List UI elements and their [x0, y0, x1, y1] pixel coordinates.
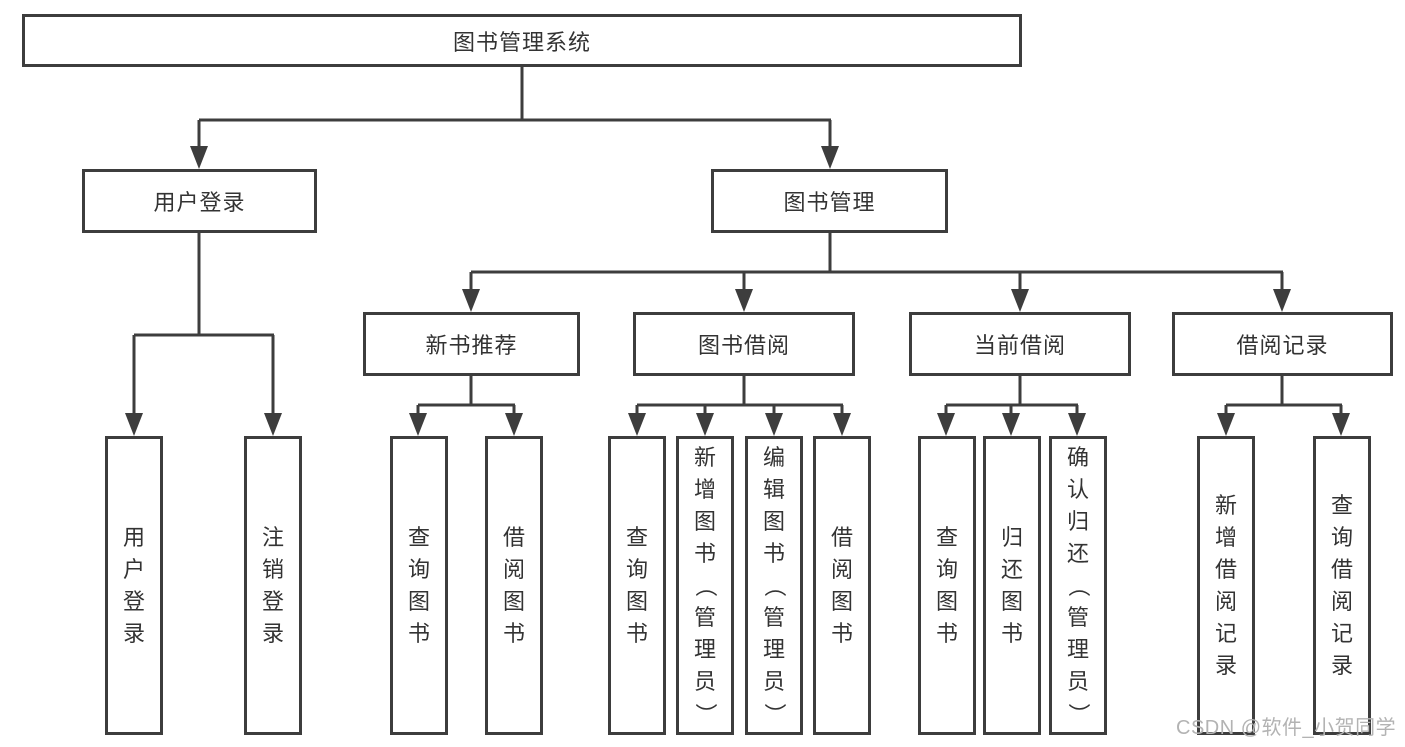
leaf-borrow-query: 查询图书 — [608, 436, 666, 735]
node-user-login: 用户登录 — [82, 169, 317, 233]
vertical-char: 查 — [935, 524, 958, 550]
node-borrow-records: 借阅记录 — [1172, 312, 1393, 376]
vertical-char: 增 — [1214, 524, 1237, 550]
vertical-char: 注 — [261, 524, 284, 550]
vertical-char: 员 — [762, 668, 785, 694]
vertical-char: 理 — [693, 636, 716, 662]
leaf-newbook-borrow: 借阅图书 — [485, 436, 543, 735]
vertical-char: 图 — [830, 588, 853, 614]
vertical-char: 理 — [762, 636, 785, 662]
leaf-user-login: 用户登录 — [105, 436, 163, 735]
leaf-current-query: 查询图书 — [918, 436, 976, 735]
vertical-char: 确 — [1066, 444, 1089, 470]
vertical-char: 书 — [762, 540, 785, 566]
vertical-char: 图 — [625, 588, 648, 614]
vertical-char: 归 — [1066, 508, 1089, 534]
vertical-char: 书 — [407, 620, 430, 646]
node-current-borrow: 当前借阅 — [909, 312, 1131, 376]
leaf-current-confirm-admin: 确认归还 （ 管理员 ） — [1049, 436, 1107, 735]
vertical-char: 理 — [1066, 636, 1089, 662]
vertical-char: 登 — [122, 588, 145, 614]
vertical-char: 员 — [1066, 668, 1089, 694]
vertical-char: 记 — [1330, 620, 1353, 646]
leaf-logout: 注销登录 — [244, 436, 302, 735]
vertical-char: 记 — [1214, 620, 1237, 646]
vertical-char: 书 — [935, 620, 958, 646]
vertical-char: 员 — [693, 668, 716, 694]
vertical-char: 登 — [261, 588, 284, 614]
vertical-char: 图 — [502, 588, 525, 614]
vertical-char: 阅 — [1214, 588, 1237, 614]
vertical-char: 图 — [935, 588, 958, 614]
vertical-char: 编 — [762, 444, 785, 470]
node-book-management: 图书管理 — [711, 169, 948, 233]
watermark: CSDN @软件_小贺同学 — [1176, 717, 1397, 739]
vertical-char: 图 — [407, 588, 430, 614]
vertical-char: 询 — [1330, 524, 1353, 550]
vertical-char: 归 — [1000, 524, 1023, 550]
vertical-char: 图 — [762, 508, 785, 534]
vertical-char: 录 — [1330, 652, 1353, 678]
vertical-char: 管 — [762, 604, 785, 630]
vertical-char: 借 — [502, 524, 525, 550]
vertical-char: 询 — [407, 556, 430, 582]
vertical-char: 书 — [502, 620, 525, 646]
vertical-char: 书 — [625, 620, 648, 646]
leaf-records-add: 新增借阅记录 — [1197, 436, 1255, 735]
vertical-char: 新 — [693, 444, 716, 470]
vertical-char: ） — [1065, 702, 1091, 725]
vertical-char: 认 — [1066, 476, 1089, 502]
node-root: 图书管理系统 — [22, 14, 1022, 67]
vertical-char: 借 — [830, 524, 853, 550]
vertical-char: （ — [761, 574, 787, 597]
vertical-char: 销 — [261, 556, 284, 582]
vertical-char: 录 — [122, 620, 145, 646]
leaf-borrow-edit-admin: 编辑图书 （ 管理员 ） — [745, 436, 803, 735]
vertical-char: 辑 — [762, 476, 785, 502]
vertical-char: 借 — [1214, 556, 1237, 582]
leaf-borrow-add-admin: 新增图书 （ 管理员 ） — [676, 436, 734, 735]
node-book-borrow: 图书借阅 — [633, 312, 855, 376]
vertical-char: 阅 — [830, 556, 853, 582]
vertical-char: （ — [692, 574, 718, 597]
vertical-char: 查 — [407, 524, 430, 550]
vertical-char: 还 — [1066, 540, 1089, 566]
vertical-char: 户 — [122, 556, 145, 582]
vertical-char: 录 — [261, 620, 284, 646]
vertical-char: 查 — [1330, 492, 1353, 518]
vertical-char: 借 — [1330, 556, 1353, 582]
vertical-char: 询 — [625, 556, 648, 582]
node-new-book-recommend: 新书推荐 — [363, 312, 580, 376]
vertical-char: 书 — [693, 540, 716, 566]
vertical-char: 管 — [1066, 604, 1089, 630]
vertical-char: ） — [761, 702, 787, 725]
leaf-records-query: 查询借阅记录 — [1313, 436, 1371, 735]
vertical-char: （ — [1065, 574, 1091, 597]
vertical-char: 新 — [1214, 492, 1237, 518]
vertical-char: 阅 — [502, 556, 525, 582]
vertical-char: 查 — [625, 524, 648, 550]
vertical-char: 图 — [1000, 588, 1023, 614]
leaf-newbook-query: 查询图书 — [390, 436, 448, 735]
vertical-char: 还 — [1000, 556, 1023, 582]
vertical-char: 书 — [1000, 620, 1023, 646]
vertical-char: 管 — [693, 604, 716, 630]
vertical-char: 用 — [122, 524, 145, 550]
vertical-char: 录 — [1214, 652, 1237, 678]
vertical-char: ） — [692, 702, 718, 725]
vertical-char: 书 — [830, 620, 853, 646]
vertical-char: 询 — [935, 556, 958, 582]
leaf-borrow-borrow: 借阅图书 — [813, 436, 871, 735]
vertical-char: 增 — [693, 476, 716, 502]
vertical-char: 图 — [693, 508, 716, 534]
vertical-char: 阅 — [1330, 588, 1353, 614]
leaf-current-return: 归还图书 — [983, 436, 1041, 735]
